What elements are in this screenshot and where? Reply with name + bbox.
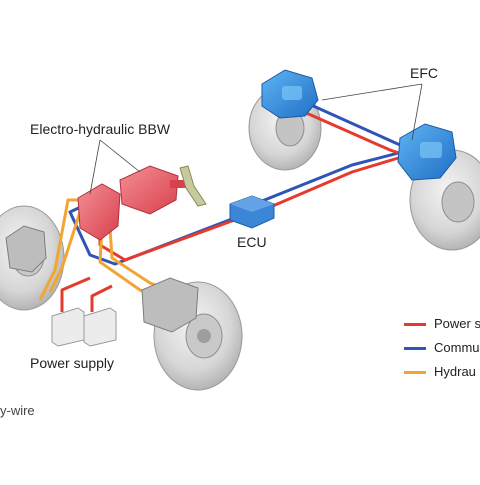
legend-power: Power s [404, 316, 480, 332]
legend-hydraulic: Hydrau [404, 364, 480, 380]
brake-pedal [179, 165, 207, 207]
battery-2 [83, 307, 117, 347]
legend-power-swatch [404, 323, 426, 326]
legend-hydraulic-text: Hydrau [434, 364, 476, 379]
bbw-unit [77, 165, 190, 241]
caption-fragment: y-wire [0, 403, 35, 418]
power-supply-label: Power supply [30, 355, 115, 371]
efc-caliper-rear-right [261, 69, 319, 119]
caliper-front-left [5, 225, 47, 273]
legend-hydraulic-swatch [404, 371, 426, 374]
ecu-box [229, 195, 275, 229]
bbw-label: Electro-hydraulic BBW [30, 121, 171, 137]
legend-communication: Commu [404, 340, 480, 356]
legend-communication-swatch [404, 347, 426, 350]
efc-label: EFC [410, 65, 438, 81]
legend-communication-text: Commu [434, 340, 480, 355]
ecu-label: ECU [237, 234, 267, 250]
legend-power-text: Power s [434, 316, 480, 331]
battery-1 [51, 307, 85, 347]
callout-lines [89, 83, 423, 195]
caliper-front-right [141, 277, 199, 333]
